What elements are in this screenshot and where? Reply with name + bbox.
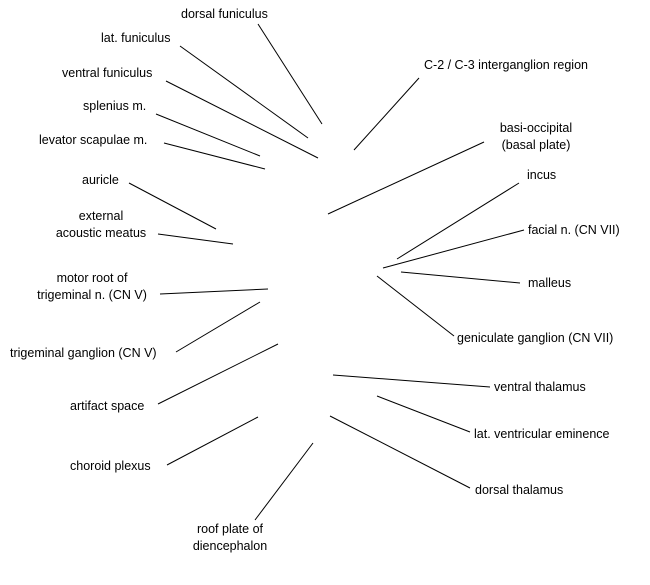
leader-line-trigeminal-ganglion	[175, 301, 261, 353]
label-choroid-plexus: choroid plexus	[70, 459, 151, 473]
label-external-acoustic-meatus: external acoustic meatus	[46, 208, 156, 242]
leader-line-ventral-funiculus	[165, 80, 319, 159]
leader-line-c2-c3-intergangion	[353, 77, 420, 151]
label-basi-occipital-line-1: basi-occipital	[499, 121, 573, 135]
label-roof-plate-diencephalon-line-2: diencephalon	[192, 539, 268, 553]
leader-line-dorsal-funiculus	[257, 23, 323, 125]
label-facial-n: facial n. (CN VII)	[528, 223, 620, 237]
label-external-acoustic-meatus-line-2: acoustic meatus	[55, 226, 147, 240]
label-incus: incus	[527, 168, 557, 182]
label-dorsal-funiculus: dorsal funiculus	[181, 7, 268, 21]
leader-line-choroid-plexus	[166, 416, 259, 466]
label-c2-c3-intergangion: C-2 / C-3 interganglion region	[424, 58, 588, 72]
leader-line-motor-root-trigeminal	[159, 288, 269, 295]
leader-line-facial-n	[382, 229, 525, 269]
label-dorsal-thalamus: dorsal thalamus	[475, 483, 564, 497]
label-basi-occipital: basi-occipital (basal plate)	[486, 120, 586, 154]
label-lat-ventricular-eminence: lat. ventricular eminence	[474, 427, 610, 441]
leader-line-lat-funiculus	[179, 45, 309, 139]
label-artifact-space: artifact space	[70, 399, 145, 413]
label-lat-funiculus: lat. funiculus	[101, 31, 171, 45]
label-roof-plate-diencephalon: roof plate of diencephalon	[178, 521, 282, 555]
label-splenius: splenius m.	[83, 99, 147, 113]
leader-line-auricle	[128, 182, 217, 230]
leader-line-external-acoustic-meatus	[157, 233, 234, 245]
leader-line-incus	[396, 182, 520, 260]
leader-line-artifact-space	[157, 343, 279, 405]
leader-line-basi-occipital	[327, 141, 485, 215]
label-motor-root-trigeminal: motor root of trigeminal n. (CN V)	[28, 270, 156, 304]
label-basi-occipital-line-2: (basal plate)	[501, 138, 571, 152]
leader-line-roof-plate-diencephalon	[254, 442, 314, 521]
label-auricle: auricle	[82, 173, 119, 187]
label-motor-root-trigeminal-line-1: motor root of	[56, 271, 128, 285]
label-levator-scapulae: levator scapulae m.	[39, 133, 148, 147]
leader-line-dorsal-thalamus	[329, 415, 471, 489]
label-geniculate-ganglion: geniculate ganglion (CN VII)	[457, 331, 614, 345]
leader-line-levator-scapulae	[163, 142, 266, 170]
leader-line-geniculate-ganglion	[376, 275, 455, 337]
label-ventral-thalamus: ventral thalamus	[494, 380, 586, 394]
label-malleus: malleus	[528, 276, 572, 290]
label-motor-root-trigeminal-line-2: trigeminal n. (CN V)	[37, 288, 147, 302]
label-roof-plate-diencephalon-line-1: roof plate of	[196, 522, 263, 536]
label-trigeminal-ganglion: trigeminal ganglion (CN V)	[10, 346, 157, 360]
label-ventral-funiculus: ventral funiculus	[62, 66, 153, 80]
leader-line-ventral-thalamus	[332, 374, 491, 388]
leader-line-splenius	[155, 113, 261, 157]
leader-line-malleus	[400, 271, 521, 284]
label-external-acoustic-meatus-line-1: external	[78, 209, 124, 223]
leader-line-lat-ventricular-eminence	[376, 395, 471, 433]
